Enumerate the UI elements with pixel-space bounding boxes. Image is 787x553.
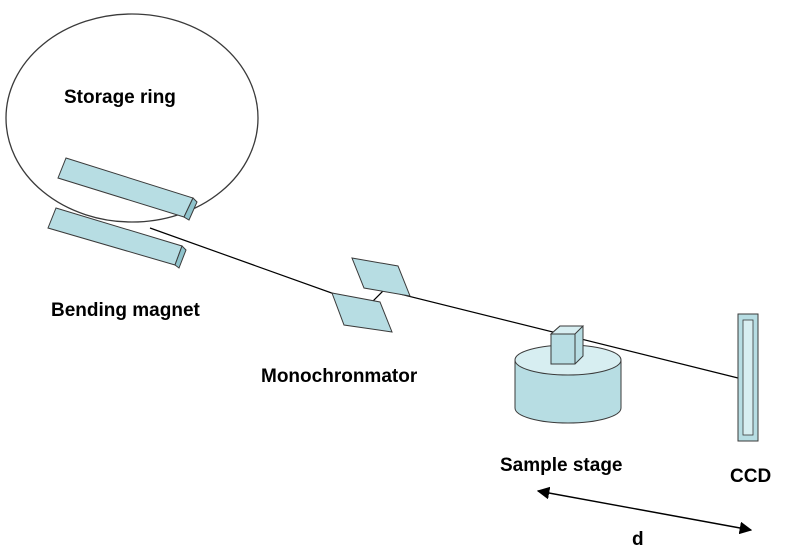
storage-ring bbox=[5, 13, 259, 223]
bending-magnet bbox=[47, 207, 187, 269]
monochromator-label: Monochronmator bbox=[261, 366, 418, 387]
sample-stage-label: Sample stage bbox=[500, 455, 623, 476]
x-ray-beam bbox=[149, 227, 739, 379]
distance-label: d bbox=[632, 529, 644, 550]
bending-magnet-label: Bending magnet bbox=[51, 300, 201, 321]
distance-arrow bbox=[536, 486, 753, 535]
ring-magnet bbox=[57, 157, 198, 221]
sample-stage bbox=[514, 325, 622, 424]
ccd-label: CCD bbox=[730, 466, 771, 487]
ccd-detector bbox=[737, 313, 759, 442]
monochromator bbox=[331, 257, 411, 333]
storage-ring-label: Storage ring bbox=[64, 87, 176, 108]
